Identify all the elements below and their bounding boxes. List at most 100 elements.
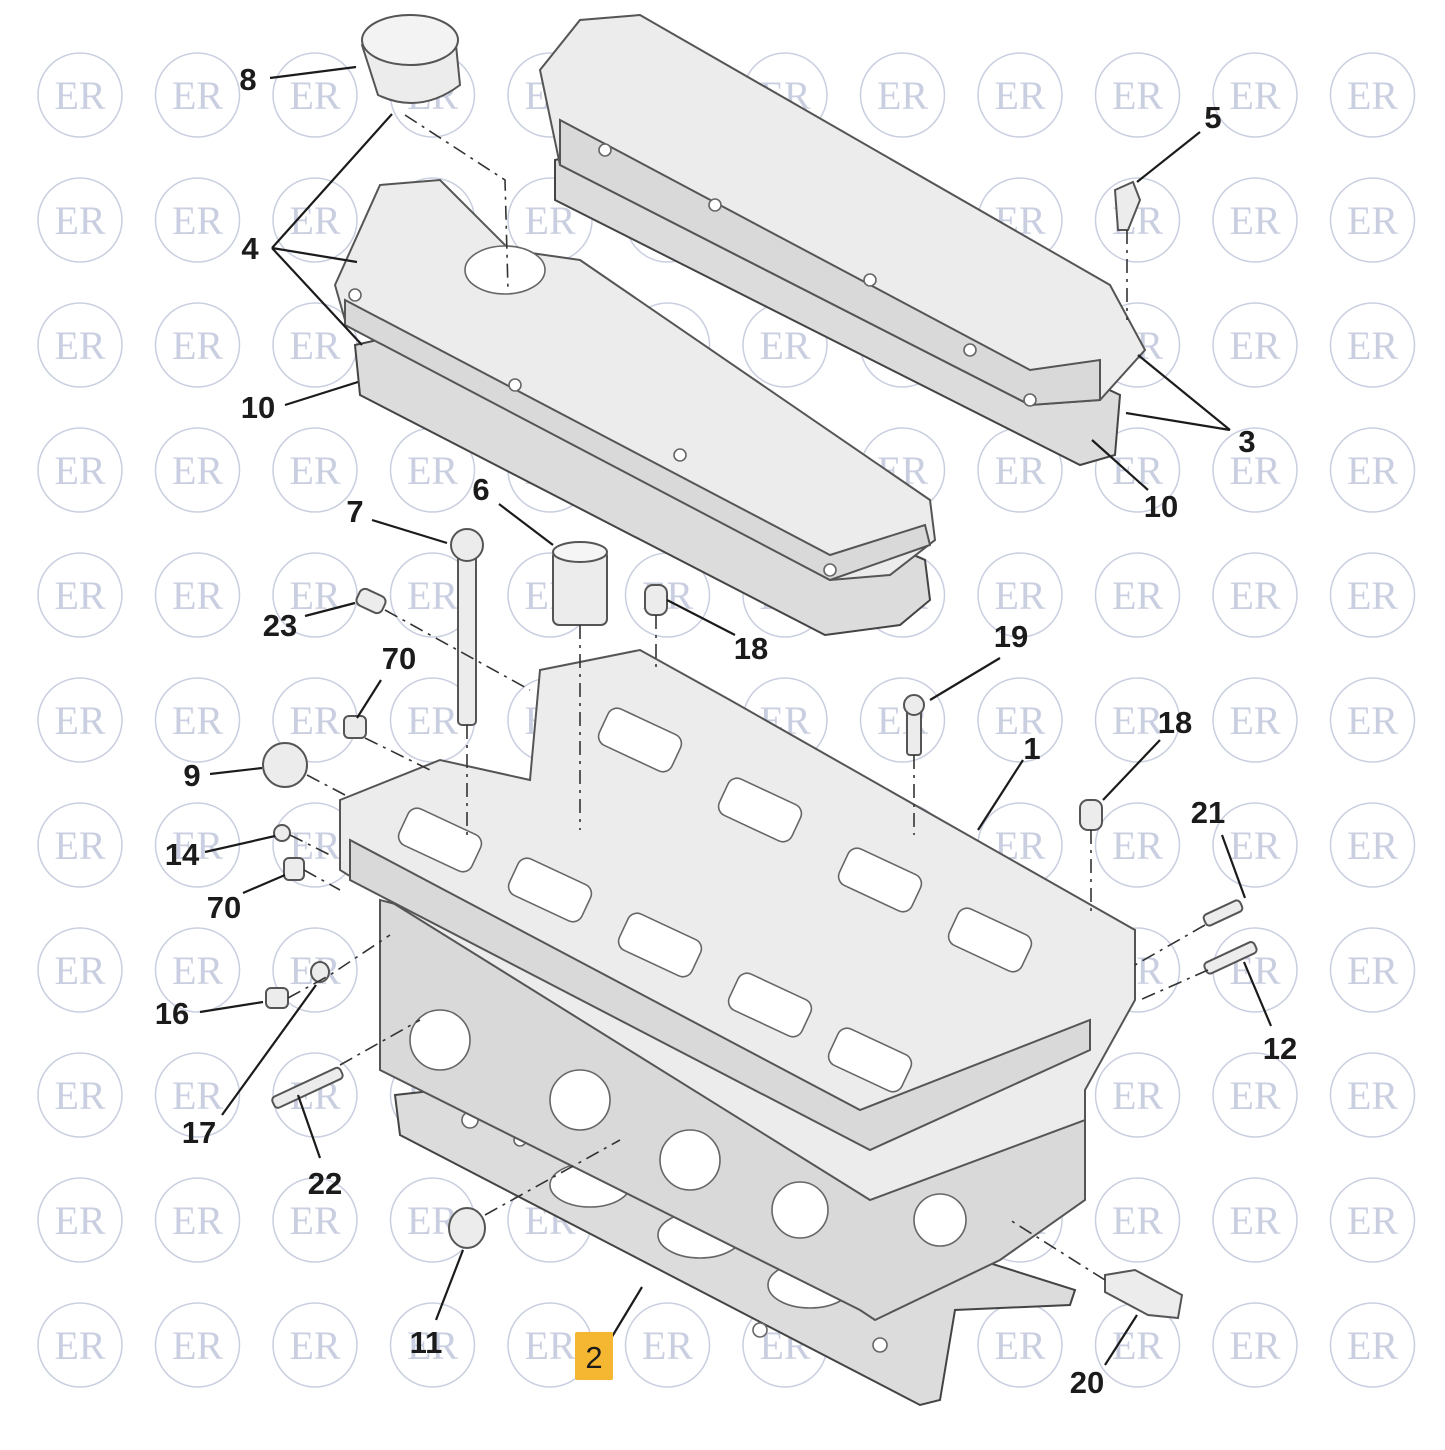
watermark-ring [1094,552,1181,638]
watermark-logo: ER [759,323,810,368]
cylinder-head-part [339,648,1136,1322]
watermark-logo: ER [1112,1198,1163,1243]
watermark-ring [1212,802,1298,888]
watermark-ring [154,52,241,138]
watermark-logo: ER [994,448,1045,493]
watermark-ring [272,552,358,638]
watermark-logo: ER [994,573,1045,618]
callout-22[interactable]: 22 [308,1166,342,1201]
callout-12[interactable]: 12 [1263,1031,1297,1066]
callout-6[interactable]: 6 [472,472,489,507]
watermark-logo: ER [289,1198,340,1243]
watermark-logo: ER [994,1323,1045,1368]
watermark-ring [37,802,123,888]
watermark-logo: ER [289,323,340,368]
watermark-ring [1329,177,1416,263]
watermark-ring [37,302,123,388]
watermark-ring [1329,677,1416,763]
watermark-logo: ER [289,448,340,493]
watermark-ring [37,427,123,513]
watermark-ring [154,1052,241,1138]
watermark-logo: ER [289,73,340,118]
callout-1[interactable]: 1 [1023,731,1040,766]
watermark-ring [37,552,123,638]
callout-16[interactable]: 16 [155,996,189,1031]
watermark-logo: ER [172,948,223,993]
watermark-logo: ER [1347,323,1398,368]
callout-labels: 8 4 10 5 3 10 7 6 23 18 70 19 18 1 9 14 … [155,62,1297,1400]
callout-14[interactable]: 14 [165,837,200,872]
watermark-logo: ER [54,1073,105,1118]
watermark-ring [154,677,241,763]
watermark-ring [272,177,358,263]
watermark-logo: ER [1112,573,1163,618]
callout-8[interactable]: 8 [239,62,256,97]
watermark-ring [37,1052,123,1138]
watermark-logo: ER [1347,948,1398,993]
watermark-logo: ER [1347,448,1398,493]
watermark-ring [389,1302,476,1388]
callout-10-right[interactable]: 10 [1144,489,1178,524]
callout-2-highlight [575,1332,613,1380]
watermark-logo: ER [172,198,223,243]
callout-11[interactable]: 11 [410,1325,443,1360]
watermark-logo: ER [172,1323,223,1368]
callout-18-top[interactable]: 18 [734,631,768,666]
assembly-lines [287,114,1209,1281]
watermark-ring [272,927,358,1013]
callout-23[interactable]: 23 [263,608,297,643]
watermark-logo: ER [172,448,223,493]
callout-70-upper[interactable]: 70 [382,641,416,676]
watermark-ring [1329,552,1416,638]
watermark-ring [272,427,358,513]
watermark-ring [1329,802,1416,888]
callout-3[interactable]: 3 [1238,424,1255,459]
watermark-logo: ER [1347,573,1398,618]
watermark-ring [1094,677,1181,763]
callout-70-lower[interactable]: 70 [207,890,241,925]
watermark-ring [1212,177,1298,263]
callout-10-upper[interactable]: 10 [241,390,275,425]
watermark-logo: ER [1229,323,1280,368]
callout-2[interactable]: 2 [585,1340,602,1375]
watermark-ring [1094,177,1181,263]
callout-9[interactable]: 9 [183,758,200,793]
callout-21[interactable]: 21 [1191,795,1225,830]
leader-lines [199,65,1273,1366]
watermark-ring [1094,52,1181,138]
callout-5[interactable]: 5 [1204,100,1221,135]
watermark-ring [1212,52,1298,138]
watermark-logo: ER [1229,448,1280,493]
callout-7[interactable]: 7 [346,494,363,529]
watermark-logo: ER [289,698,340,743]
callout-17[interactable]: 17 [182,1115,216,1150]
watermark-ring [154,177,241,263]
watermark-logo: ER [54,448,105,493]
callout-18-right[interactable]: 18 [1158,705,1192,740]
watermark-ring [37,1177,123,1263]
watermark-ring [1094,802,1181,888]
watermark-ring [154,302,241,388]
watermark-logo: ER [172,73,223,118]
callout-4[interactable]: 4 [241,231,259,266]
watermark-logo: ER [1347,1073,1398,1118]
watermark-ring [1329,1052,1416,1138]
watermark-ring [1212,1052,1298,1138]
watermark-ring [1212,677,1298,763]
watermark-logo: ER [1229,198,1280,243]
watermark-logo: ER [1347,1198,1398,1243]
watermark-logo: ER [172,698,223,743]
watermark-logo: ER [1112,1323,1163,1368]
watermark-logo: ER [54,573,105,618]
callout-20[interactable]: 20 [1070,1365,1104,1400]
callout-19[interactable]: 19 [994,619,1028,654]
watermark-logo: ER [1347,198,1398,243]
watermark-ring [154,427,241,513]
watermark-logo: ER [524,1323,575,1368]
watermark-ring [37,177,123,263]
watermark-logo: ER [1347,1323,1398,1368]
watermark-ring [977,52,1063,138]
watermark-ring [1212,302,1298,388]
watermark-ring [1329,927,1416,1013]
